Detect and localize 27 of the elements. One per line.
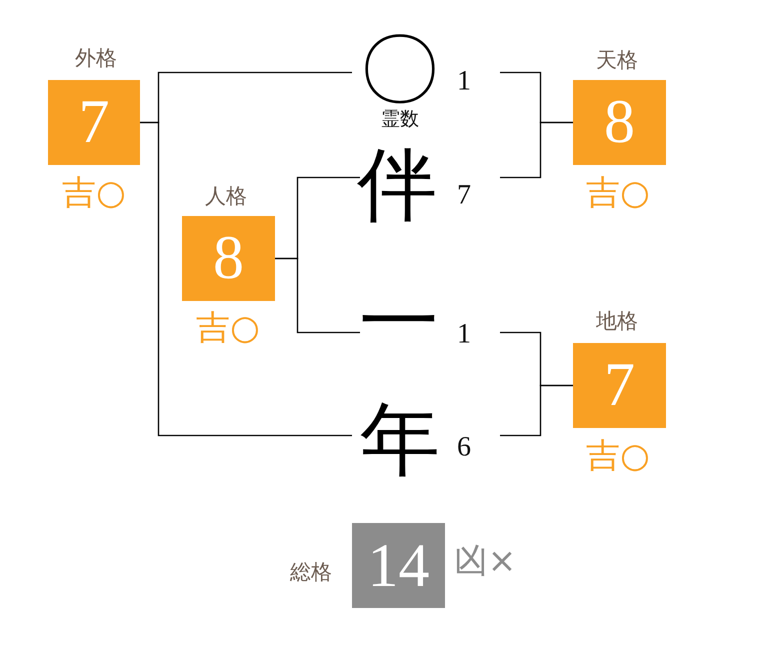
category-label: 天格 xyxy=(596,48,638,71)
score-box: 14 xyxy=(352,523,445,608)
name-character: 伴 xyxy=(357,143,437,227)
stroke-count: 6 xyxy=(457,432,471,462)
name-character: 年 xyxy=(360,398,440,482)
score-box: 7 xyxy=(573,342,666,428)
fortune-label: 吉○ xyxy=(586,439,650,475)
fortune-label: 吉○ xyxy=(196,311,260,347)
fortune-label: 吉○ xyxy=(586,176,650,212)
score-box: 8 xyxy=(573,80,666,165)
bracket-connector xyxy=(500,384,573,436)
fortune-label: 凶× xyxy=(454,544,516,580)
category-label: 人格 xyxy=(205,184,247,207)
category-label: 外格 xyxy=(75,46,117,69)
name-character: 一 xyxy=(359,280,439,364)
stroke-count: 7 xyxy=(457,180,471,210)
category-label: 地格 xyxy=(596,310,638,332)
fortune-label: 吉○ xyxy=(62,176,126,212)
bracket-connector xyxy=(500,122,573,178)
category-label: 総格 xyxy=(290,560,332,584)
bracket-connector xyxy=(140,122,352,436)
stroke-count: 1 xyxy=(457,319,471,349)
score-box: 8 xyxy=(182,216,275,301)
score-box: 7 xyxy=(48,80,140,165)
stroke-count: 1 xyxy=(457,66,471,96)
caption-label: 霊数 xyxy=(381,110,419,130)
bracket-connector xyxy=(275,258,360,334)
